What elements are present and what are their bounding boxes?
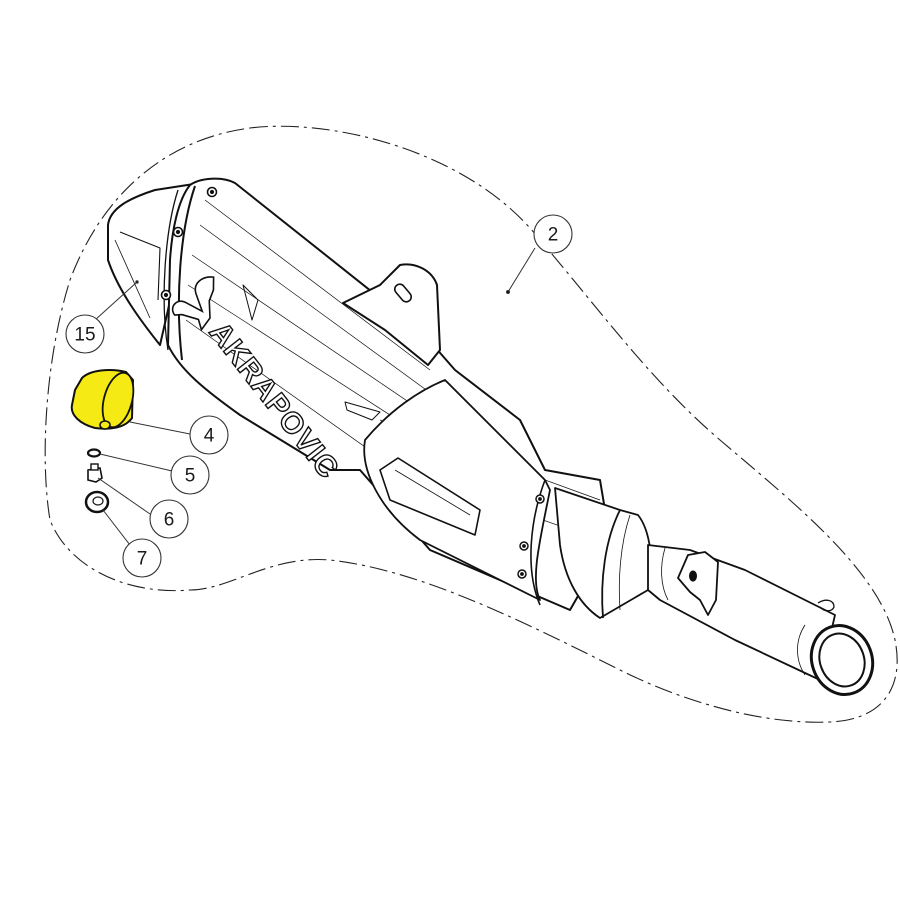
callout-5[interactable]: 5 bbox=[170, 455, 210, 495]
callout-15[interactable]: 15 bbox=[65, 314, 105, 354]
vent-recess bbox=[379, 457, 481, 536]
leader-lines bbox=[94, 247, 536, 546]
part-5-washer[interactable] bbox=[86, 448, 102, 458]
callout-7-label: 7 bbox=[137, 549, 148, 570]
scorpion-logo-icon bbox=[171, 276, 215, 332]
callout-6-label: 6 bbox=[164, 510, 175, 531]
mid-cone bbox=[363, 379, 551, 601]
callout-5-label: 5 bbox=[185, 466, 196, 487]
pipe-bracket bbox=[677, 551, 719, 616]
silencer-body bbox=[107, 177, 875, 696]
callout-6[interactable]: 6 bbox=[149, 499, 189, 539]
sleeve-screw bbox=[99, 420, 111, 430]
link-pipe bbox=[647, 544, 836, 681]
outlet-cone bbox=[554, 487, 653, 619]
callout-4-label: 4 bbox=[204, 426, 215, 447]
mounting-bracket bbox=[342, 263, 441, 366]
part-4-sleeve[interactable] bbox=[70, 369, 139, 430]
part-7-grommet[interactable] bbox=[84, 490, 110, 514]
spring-hook bbox=[817, 599, 835, 612]
callout-4[interactable]: 4 bbox=[189, 415, 229, 455]
callout-7[interactable]: 7 bbox=[122, 538, 162, 578]
callout-2[interactable]: 2 bbox=[533, 214, 573, 254]
callout-2-label: 2 bbox=[548, 225, 559, 246]
assembly-boundary-dashed bbox=[44, 125, 898, 723]
callout-15-label: 15 bbox=[74, 325, 95, 346]
